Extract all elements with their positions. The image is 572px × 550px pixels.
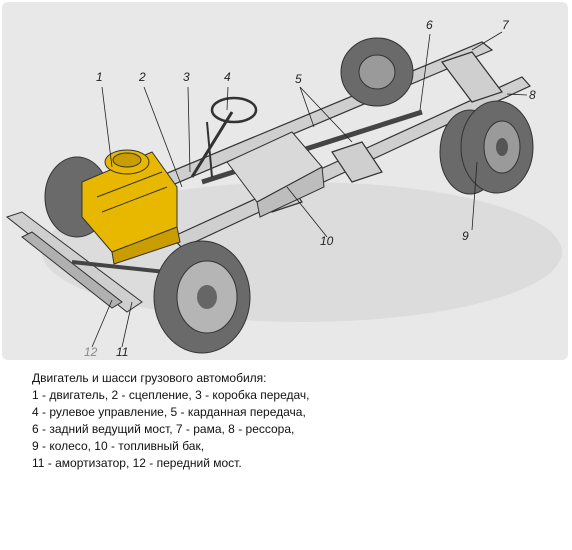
engine — [81, 149, 181, 265]
steering — [190, 96, 258, 178]
caption-title: Двигатель и шасси грузового автомобиля: — [32, 371, 267, 385]
chassis-drawing — [5, 31, 562, 354]
chassis-illustration: 1 2 3 4 5 6 7 8 9 10 11 12 — [2, 2, 568, 360]
caption-line: 1 - двигатель, 2 - сцепление, 3 - коробк… — [32, 388, 310, 402]
caption-line: 4 - рулевое управление, 5 - карданная пе… — [32, 405, 306, 419]
caption-line: 9 - колесо, 10 - топливный бак, — [32, 439, 205, 453]
callout-5: 5 — [295, 72, 302, 86]
rear-wheel-far — [340, 37, 414, 107]
rear-wheel-near — [439, 100, 534, 195]
caption-line: 11 - амортизатор, 12 - передний мост. — [32, 456, 242, 470]
callout-3: 3 — [183, 70, 190, 84]
callout-7: 7 — [502, 18, 509, 32]
callout-1: 1 — [96, 70, 103, 84]
callout-11: 11 — [116, 345, 129, 359]
callout-8: 8 — [529, 88, 536, 102]
figure-caption: Двигатель и шасси грузового автомобиля: … — [32, 370, 310, 472]
callout-6: 6 — [426, 18, 433, 32]
callout-4: 4 — [224, 70, 231, 84]
callout-10: 10 — [320, 234, 334, 248]
front-wheel-near — [153, 240, 251, 354]
callout-9: 9 — [462, 229, 469, 243]
leader-lines — [91, 31, 528, 348]
callout-12: 12 — [84, 345, 98, 359]
caption-line: 6 - задний ведущий мост, 7 - рама, 8 - р… — [32, 422, 295, 436]
callout-2: 2 — [139, 70, 146, 84]
